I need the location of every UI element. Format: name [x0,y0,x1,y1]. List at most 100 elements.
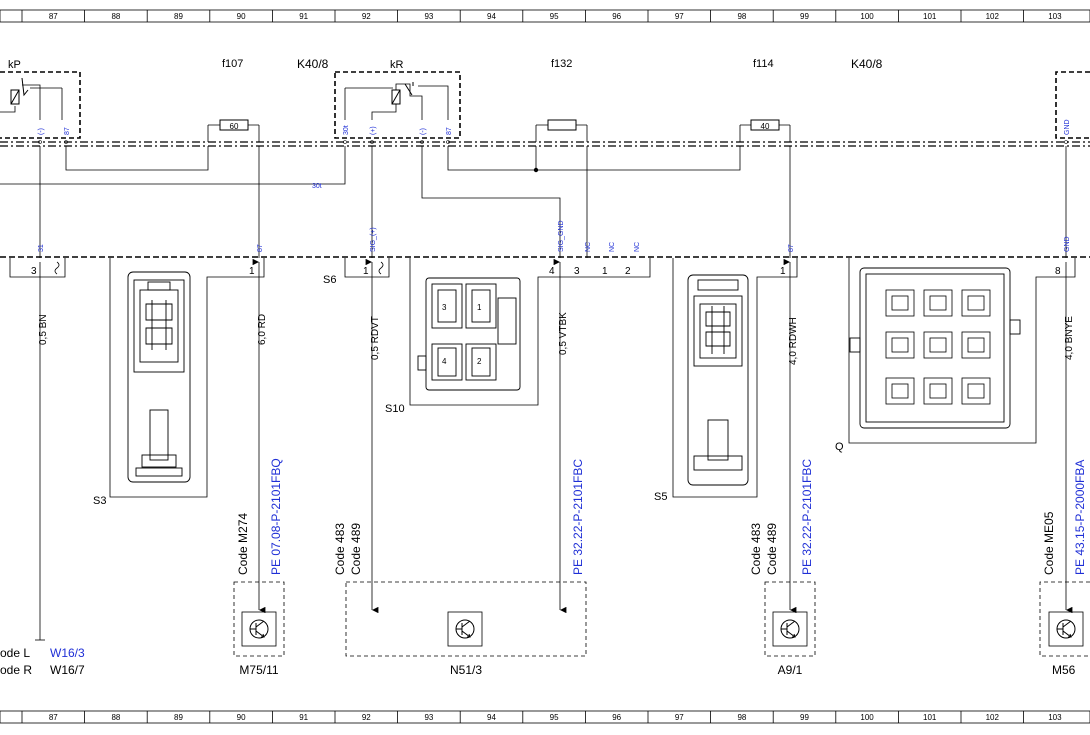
grid-number: 90 [237,12,246,21]
grid-number: 96 [612,12,621,21]
fuse-f132[interactable] [535,119,588,142]
connector-s5-label: S5 [654,491,667,503]
transistor-icon [780,619,800,639]
code-label: Code 489 [349,523,363,575]
grid-number: 92 [362,713,371,722]
fuse-f107-label: f107 [222,58,243,70]
harness-pin-label: SIG_(+) [370,227,377,252]
harness-pin-label: NC [634,242,641,252]
component-m75-11[interactable] [233,581,285,657]
k40-8-left-label: K40/8 [297,57,329,71]
connector-pin-number: 2 [625,266,631,277]
grid-number: 88 [111,713,120,722]
code-label: Code 483 [333,523,347,575]
relay-kr-label: kR [390,59,404,71]
harness-pin-label: 31 [38,244,45,252]
grid-number: 101 [923,12,937,21]
relay-pin-label: 87 [446,127,453,135]
grid-number: 89 [174,713,183,722]
ground-code-l: ode L [0,646,30,660]
wire-30t-label: 30t [312,183,322,190]
component-a9-1[interactable] [764,581,816,657]
wire-spec-label: 6,0 RD [257,314,268,345]
k40-8-right-label: K40/8 [851,57,883,71]
grid-number: 97 [675,12,684,21]
grid-number: 103 [1048,713,1062,722]
grid-number: 100 [860,713,874,722]
grid-number: 89 [174,12,183,21]
grid-number: 90 [237,713,246,722]
plug-cavity-number: 1 [477,303,482,312]
relay-kr-box[interactable] [334,71,461,139]
relay-right-box[interactable] [1055,71,1090,139]
wire-runs [35,258,1073,641]
wire-spec-label: 0,5 BN [38,314,49,345]
grid-number: 97 [675,713,684,722]
harness-pin-label: GND [1064,236,1071,252]
grid-number: 92 [362,12,371,21]
grid-number: 93 [424,12,433,21]
grid-number: 103 [1048,12,1062,21]
harness-pin-label: 87 [257,244,264,252]
grid-number: 102 [986,713,1000,722]
component-n51-3-label: N51/3 [450,663,482,677]
component-m75-11-label: M75/11 [239,663,278,677]
component-m56-label: M56 [1052,663,1076,677]
document-reference-link[interactable]: PE 32.22-P-2101FBC [571,459,585,575]
wire-spec-label: 4,0 BNYE [1064,316,1075,360]
harness-pin-label: NC [609,242,616,252]
grid-number: 87 [49,12,58,21]
ground-w16-7-label: W16/7 [50,663,85,677]
component-m56[interactable] [1039,581,1090,657]
code-label: Code 489 [765,523,779,575]
fuse-f114[interactable] [739,119,791,142]
component-n51-3[interactable] [345,581,587,657]
grid-number: 94 [487,713,496,722]
relay-kp-box[interactable] [0,71,81,139]
wire-spec-label: 4,0 RDWH [788,317,799,365]
connector-s5-drawing [687,274,749,486]
ground-w16-3-link[interactable]: W16/3 [50,646,85,660]
relay-pin-label: (-) [38,128,45,135]
document-reference-link[interactable]: PE 43.15-P-2000FBA [1073,460,1087,575]
grid-number: 91 [299,12,308,21]
document-reference-link[interactable]: PE 32.22-P-2101FBC [800,459,814,575]
relay-module-boundary [0,141,1090,147]
connector-pin-number: 3 [31,266,37,277]
code-label: Code ME05 [1042,511,1056,575]
relay-pin-label: 87 [64,127,71,135]
relay-pin-label: GND [1064,119,1071,135]
fuse-f107[interactable] [207,119,260,142]
plug-cavity-number: 4 [442,357,447,366]
connector-s6-label: S6 [323,274,336,286]
grid-number: 88 [111,12,120,21]
plug-cavity-number: 2 [477,357,482,366]
component-a9-1-label: A9/1 [778,663,803,677]
connector-pin-number: 1 [602,266,608,277]
relay-pin-label: 30t [343,125,350,135]
connector-s10-label: S10 [385,403,405,415]
connector-pin-number: 1 [249,266,255,277]
transistor-icon [455,619,475,639]
fuse-f114-label: f114 [753,58,774,70]
relay-kp-label: kP [8,59,21,71]
fuse-f132-label: f132 [551,58,572,70]
code-label: Code M274 [236,513,250,575]
wire-spec-label: 0,5 VTBK [558,312,569,355]
relay-pin-label: (+) [370,126,377,135]
transistor-icon [249,619,269,639]
relay-pin-label: (-) [420,128,427,135]
connector-s3-label: S3 [93,495,106,507]
grid-number: 93 [424,713,433,722]
grid-number: 94 [487,12,496,21]
grid-number: 95 [550,12,559,21]
connector-pin-number: 8 [1055,266,1061,277]
connector-q-drawing [849,267,1021,429]
fuse-f114-rating: 40 [761,122,770,131]
wire-spec-label: 0,5 RDVT [370,316,381,360]
connector-pin-number: 4 [549,266,555,277]
grid-number: 99 [800,12,809,21]
transistor-icon [1056,619,1076,639]
document-reference-link[interactable]: PE 07.08-P-2101FBQ [269,458,283,575]
